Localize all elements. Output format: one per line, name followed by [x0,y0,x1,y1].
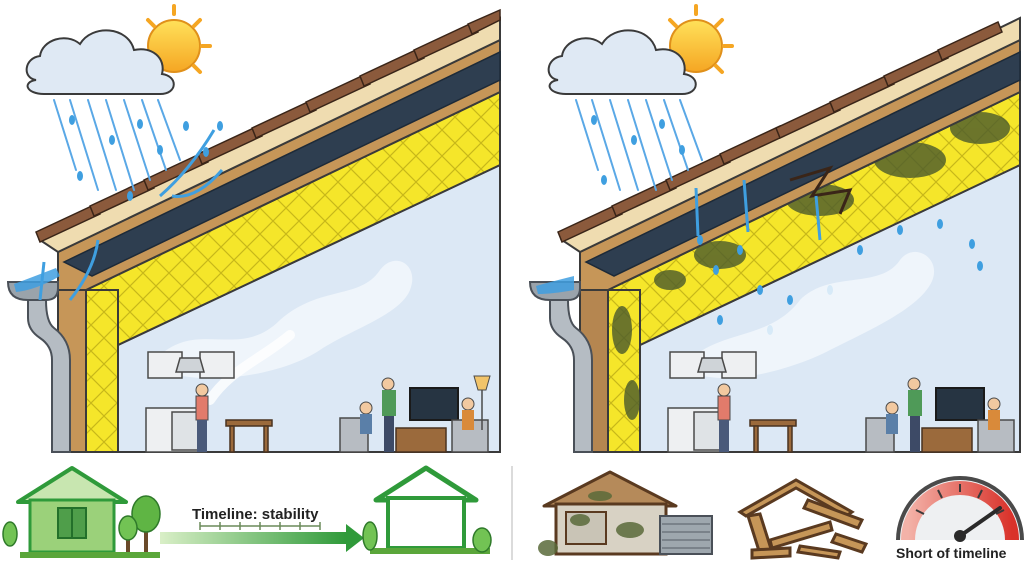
rain-drops [591,115,685,185]
tree-icon [2,495,161,552]
collapsed-structure-icon [737,478,869,560]
gutter-water [14,268,60,292]
downspout [549,299,593,453]
gauge-needle [958,506,1002,538]
splash [159,129,224,198]
gutter-water [536,276,574,294]
living-room [339,375,491,453]
decayed-house-icon [538,470,713,556]
leak-streams [694,179,822,241]
timeline-arrow [160,522,364,552]
rain-cloud-icon [25,29,175,95]
gauge-icon [896,476,1024,542]
dining-table [749,419,797,453]
wall-insulation [85,289,119,453]
timeline-stability-caption: Timeline: stability [192,506,319,523]
roof-shingles [557,20,1003,244]
healthy-house-icon [16,466,160,558]
steam-trail [205,330,295,405]
runoff-stream [38,261,46,301]
kitchen [145,351,235,453]
person-cooking [717,383,731,452]
living-room [865,377,1015,453]
stable-house-icon [362,465,492,554]
steam-cloud [685,251,935,379]
short-of-timeline-caption: Short of timeline [896,545,1007,561]
rain-drops [69,115,223,201]
downspout [27,299,71,453]
roof-panel [584,50,1021,277]
roof-shingles [35,8,501,244]
damaged-house-scene [528,4,1021,453]
steam-cloud [157,260,413,379]
rain-cloud-icon [547,29,697,95]
rain-streaks [575,99,703,191]
healthy-house-scene [6,4,501,453]
rain-streaks [53,99,181,191]
roof-crack [789,165,853,215]
runoff-stream [68,239,100,301]
person-cooking [195,383,209,452]
dining-table [225,419,273,453]
roof-panel [62,50,501,277]
